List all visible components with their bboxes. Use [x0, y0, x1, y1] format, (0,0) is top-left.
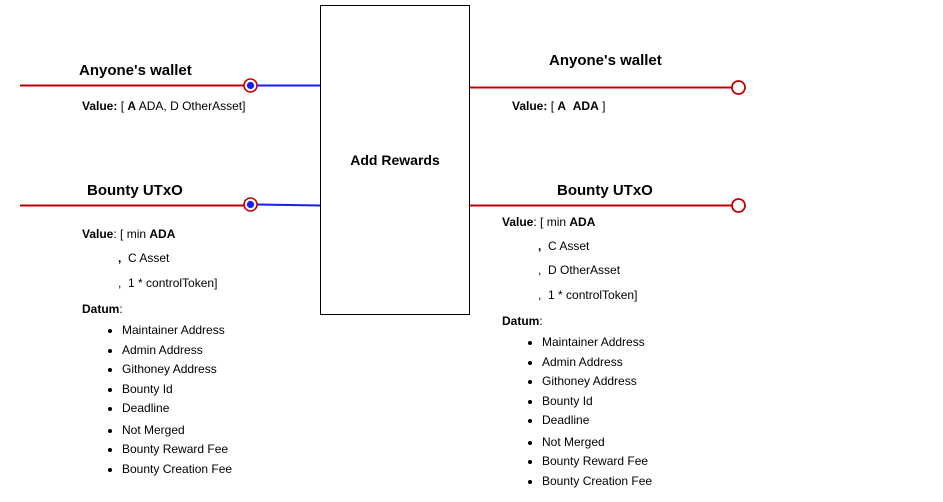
- input-bounty-line3-comma: ,: [118, 276, 122, 290]
- output-datum-item: Bounty Creation Fee: [542, 472, 652, 492]
- input-bounty-title: Bounty UTxO: [87, 182, 183, 199]
- output-datum-item: Deadline: [542, 411, 652, 431]
- output-bounty-line4-comma: ,: [538, 288, 542, 302]
- input-bounty-port-dot: [246, 200, 255, 209]
- input-datum-item: Bounty Reward Fee: [122, 440, 232, 460]
- input-bounty-value-open: : [ min: [113, 227, 147, 241]
- output-datum-item: Bounty Reward Fee: [542, 452, 652, 472]
- input-bounty-connector: [256, 203, 321, 207]
- input-datum-item: Maintainer Address: [122, 321, 232, 341]
- input-bounty-line2-text: C Asset: [128, 251, 170, 265]
- output-bounty-title: Bounty UTxO: [557, 182, 653, 199]
- output-datum-item: Maintainer Address: [542, 333, 652, 353]
- output-bounty-datum-colon: :: [539, 314, 543, 328]
- output-bounty-datum-label: Datum:: [502, 314, 543, 328]
- input-wallet-title: Anyone's wallet: [79, 62, 192, 79]
- output-bounty-line4-text: 1 * controlToken]: [548, 288, 638, 302]
- output-bounty-value-line4: , 1 * controlToken]: [538, 288, 637, 302]
- output-bounty-datum-list: Maintainer Address Admin Address Githone…: [502, 333, 652, 491]
- output-wallet-port: [731, 80, 746, 95]
- input-bounty-value-line2: , C Asset: [118, 251, 169, 265]
- input-bounty-value-line3: , 1 * controlToken]: [118, 276, 217, 290]
- input-datum-item: Bounty Creation Fee: [122, 460, 232, 480]
- input-bounty-line2-comma: ,: [118, 251, 122, 265]
- output-datum-item: Bounty Id: [542, 392, 652, 412]
- output-bounty-port: [731, 198, 746, 213]
- input-wallet-value-open: [: [120, 99, 125, 113]
- output-bounty-value-line3: , D OtherAsset: [538, 263, 620, 277]
- input-bounty-datum-key: Datum: [82, 302, 120, 316]
- input-datum-item: Bounty Id: [122, 380, 232, 400]
- output-bounty-line2-text: C Asset: [548, 239, 590, 253]
- input-datum-item: Githoney Address: [122, 360, 232, 380]
- input-wallet-value-rest: ADA, D OtherAsset]: [138, 99, 246, 113]
- input-datum-item: Not Merged: [122, 421, 232, 441]
- output-datum-item: Githoney Address: [542, 372, 652, 392]
- add-rewards-label: Add Rewards: [350, 152, 440, 168]
- input-wallet-value: Value: [ A ADA, D OtherAsset]: [82, 99, 245, 113]
- output-bounty-line3-text: D OtherAsset: [548, 263, 621, 277]
- input-datum-item: Deadline: [122, 399, 232, 419]
- output-bounty-line2-comma: ,: [538, 239, 542, 253]
- input-bounty-value-line1: Value: [ min ADA: [82, 227, 175, 241]
- input-bounty-datum-label: Datum:: [82, 302, 123, 316]
- output-bounty-value-line1: Value: [ min ADA: [502, 215, 595, 229]
- input-bounty-datum-list: Maintainer Address Admin Address Githone…: [82, 321, 232, 479]
- input-bounty-value-key: Value: [82, 227, 114, 241]
- output-bounty-value-line2: , C Asset: [538, 239, 589, 253]
- output-wallet-value-close: ]: [602, 99, 606, 113]
- output-wallet-title: Anyone's wallet: [549, 52, 662, 69]
- output-datum-item: Not Merged: [542, 433, 652, 453]
- input-wallet-port-dot: [246, 81, 255, 90]
- add-rewards-box: Add Rewards: [320, 5, 470, 315]
- input-bounty-line3-text: 1 * controlToken]: [128, 276, 218, 290]
- output-bounty-value-ada: ADA: [569, 215, 596, 229]
- input-bounty-value-ada: ADA: [149, 227, 176, 241]
- output-bounty-datum-key: Datum: [502, 314, 540, 328]
- input-wallet-value-qty: A: [127, 99, 137, 113]
- input-bounty-datum-colon: :: [119, 302, 123, 316]
- output-bounty-value-open: : [ min: [533, 215, 567, 229]
- output-wallet-value-key: Value:: [512, 99, 548, 113]
- output-bounty-value-key: Value: [502, 215, 534, 229]
- output-bounty-line3-comma: ,: [538, 263, 542, 277]
- output-wallet-value: Value: [ A ADA ]: [512, 99, 605, 113]
- output-wallet-value-open: [: [550, 99, 555, 113]
- output-wallet-value-ada: ADA: [572, 99, 599, 113]
- output-wallet-value-qty: A: [557, 99, 567, 113]
- input-datum-item: Admin Address: [122, 341, 232, 361]
- input-wallet-value-key: Value:: [82, 99, 118, 113]
- output-datum-item: Admin Address: [542, 353, 652, 373]
